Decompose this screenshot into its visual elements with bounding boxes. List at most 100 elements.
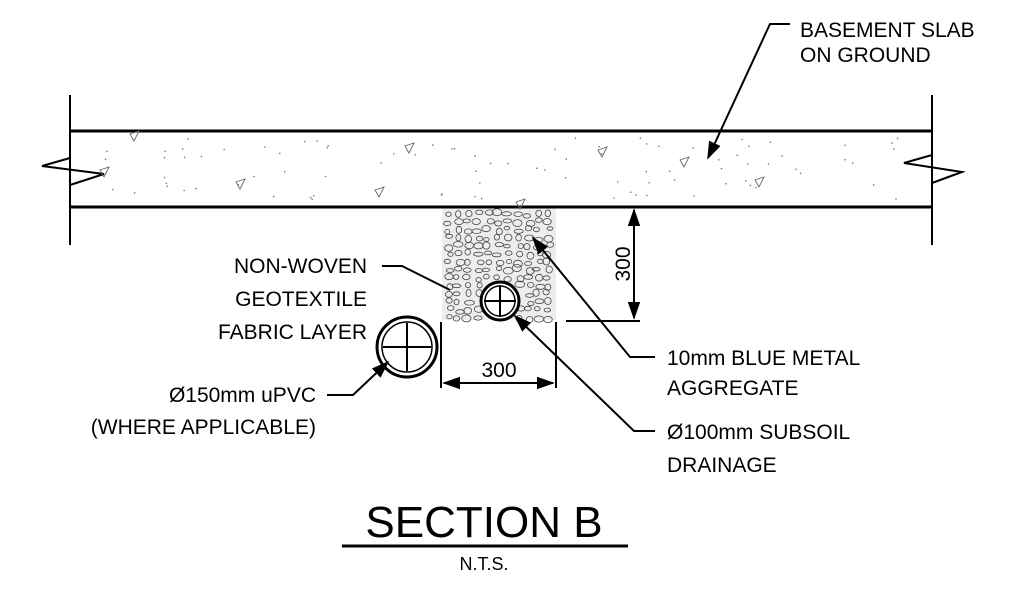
aggregate-stone xyxy=(505,258,513,264)
concrete-speckle xyxy=(844,158,846,161)
aggregate-stone xyxy=(517,243,524,250)
concrete-speckle xyxy=(645,170,648,173)
concrete-speckle xyxy=(748,145,750,148)
concrete-slab xyxy=(41,95,966,245)
concrete-speckle xyxy=(264,146,266,148)
aggregate-stone xyxy=(526,251,535,260)
concrete-speckle xyxy=(451,148,453,150)
upvc-leader xyxy=(327,360,390,396)
aggregate-stone xyxy=(476,282,483,289)
concrete-speckle xyxy=(692,147,694,149)
aggregate-stone xyxy=(454,249,463,257)
concrete-speckle xyxy=(755,186,757,189)
aggregate-stone xyxy=(444,244,454,252)
aggregate-stone xyxy=(443,220,452,227)
subsoil-label-line2: DRAINAGE xyxy=(667,454,777,477)
concrete-speckle xyxy=(693,195,695,197)
aggregate-stone xyxy=(511,263,522,272)
aggregate-stone xyxy=(513,259,523,268)
aggregate-stone xyxy=(503,243,511,249)
slab-label-line1: BASEMENT SLAB xyxy=(800,19,975,42)
concrete-speckle xyxy=(195,187,197,190)
aggregate-stone xyxy=(455,309,465,315)
concrete-speckle xyxy=(309,196,312,199)
concrete-speckle xyxy=(565,158,568,160)
concrete-speckle xyxy=(896,137,899,140)
aggregate-stone xyxy=(452,291,461,297)
aggregate-stone xyxy=(464,248,471,256)
slab-left-break-symbol xyxy=(41,157,105,186)
width-dimension: 300 xyxy=(440,322,557,390)
concrete-speckle xyxy=(844,144,846,147)
concrete-speckle xyxy=(326,146,329,149)
aggregate-stone xyxy=(473,251,484,257)
aggregate-stone xyxy=(495,227,503,236)
concrete-speckle xyxy=(872,184,875,186)
aggregate-stone xyxy=(475,209,484,215)
concrete-speckle xyxy=(453,147,456,150)
aggregate-stone xyxy=(465,210,473,218)
aggregate-stone xyxy=(453,298,460,306)
concrete-speckle xyxy=(720,167,723,170)
aggregate-stone xyxy=(491,252,502,258)
concrete-speckle xyxy=(658,145,660,148)
aggregate-stone xyxy=(455,225,462,234)
aggregate-stone xyxy=(522,213,531,219)
concrete-speckle xyxy=(441,193,443,195)
aggregate-stone xyxy=(483,273,490,280)
concrete-speckle xyxy=(183,156,186,159)
subsoil-label-line1: Ø100mm SUBSOIL xyxy=(667,421,850,444)
concrete-speckle xyxy=(489,162,492,165)
aggregate-stone xyxy=(494,220,503,227)
concrete-speckle xyxy=(598,146,600,148)
width-dimension-text: 300 xyxy=(481,359,516,382)
concrete-speckle xyxy=(736,154,738,157)
aggregate-stone xyxy=(481,267,490,273)
concrete-speckle xyxy=(718,159,720,161)
concrete-speckle xyxy=(725,182,727,185)
concrete-speckle xyxy=(181,148,184,150)
upvc-pipe-inner xyxy=(381,321,433,373)
aggregate-stone xyxy=(461,314,472,323)
concrete-speckle xyxy=(741,138,743,141)
aggregate-leader xyxy=(531,236,655,358)
concrete-speckle xyxy=(749,184,752,187)
aggregate-stone xyxy=(533,306,541,312)
concrete-speckle xyxy=(613,197,615,199)
concrete-speckle xyxy=(164,150,166,152)
concrete-speckle xyxy=(746,163,749,165)
upvc-label-line1: Ø150mm uPVC xyxy=(169,384,316,407)
aggregate-stone xyxy=(513,228,524,234)
aggregate-stone xyxy=(503,225,510,231)
aggregate-stone xyxy=(443,258,452,264)
aggregate-stone xyxy=(531,266,541,272)
aggregate-stone xyxy=(485,259,492,266)
aggregate-label-line2: AGGREGATE xyxy=(667,377,798,400)
aggregate-stone xyxy=(463,307,473,315)
concrete-speckle xyxy=(163,176,166,179)
aggregate-stone xyxy=(446,314,453,320)
aggregate-stone xyxy=(475,276,482,283)
aggregate-stone xyxy=(543,307,552,313)
concrete-speckle xyxy=(769,141,772,144)
concrete-speckle xyxy=(891,142,893,144)
concrete-speckle xyxy=(480,197,483,200)
concrete-speckle xyxy=(544,169,546,171)
aggregate-stone xyxy=(532,288,540,297)
aggregate-stone xyxy=(523,243,531,251)
geotextile-leader xyxy=(382,265,451,291)
concrete-speckle xyxy=(187,138,189,140)
concrete-speckle xyxy=(200,155,203,158)
concrete-speckle xyxy=(303,140,306,143)
aggregate-stone xyxy=(544,283,552,291)
concrete-speckle xyxy=(668,170,671,172)
concrete-speckle xyxy=(646,194,648,197)
aggregate-stone xyxy=(473,242,484,250)
concrete-speckle xyxy=(311,198,313,201)
aggregate-stone xyxy=(445,268,455,273)
concrete-speckle xyxy=(324,175,327,178)
aggregate-stone xyxy=(452,241,464,248)
concrete-speckle xyxy=(574,137,577,139)
aggregate-stone xyxy=(514,280,526,288)
aggregate-stone xyxy=(465,288,472,297)
